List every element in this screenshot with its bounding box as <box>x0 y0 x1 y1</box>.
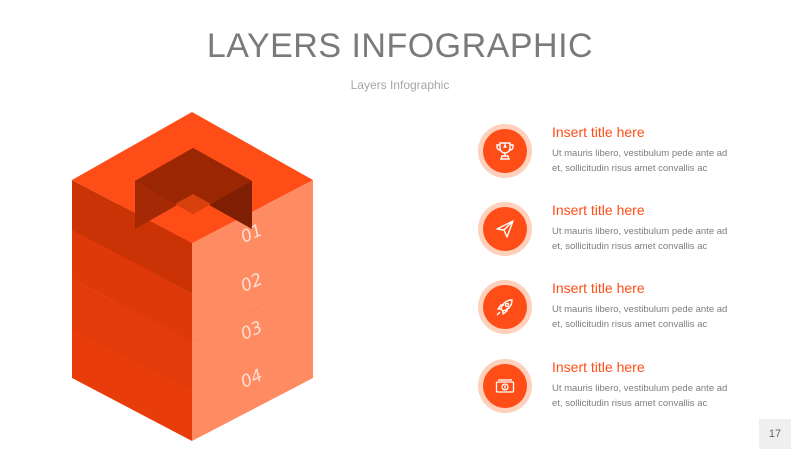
money-icon <box>483 364 527 408</box>
list-item: Insert title here Ut mauris libero, vest… <box>478 359 778 425</box>
list-item: Insert title here Ut mauris libero, vest… <box>478 280 778 346</box>
icon-ring <box>478 124 532 178</box>
icon-ring <box>478 202 532 256</box>
item-body: Ut mauris libero, vestibulum pede ante a… <box>552 148 728 174</box>
item-body: Ut mauris libero, vestibulum pede ante a… <box>552 383 728 409</box>
item-title: Insert title here <box>552 280 645 296</box>
item-title: Insert title here <box>552 359 645 375</box>
list-item: Insert title here Ut mauris libero, vest… <box>478 202 778 268</box>
page-number: 17 <box>759 419 791 449</box>
slide-subtitle: Layers Infographic <box>350 78 450 92</box>
icon-ring <box>478 359 532 413</box>
rocket-icon <box>483 285 527 329</box>
item-body: Ut mauris libero, vestibulum pede ante a… <box>552 226 728 252</box>
list-item: Insert title here Ut mauris libero, vest… <box>478 124 778 190</box>
item-body: Ut mauris libero, vestibulum pede ante a… <box>552 304 728 330</box>
layer-01: 01 <box>72 112 313 293</box>
paper-plane-icon <box>483 207 527 251</box>
item-title: Insert title here <box>552 124 645 140</box>
slide-title: LAYERS INFOGRAPHIC <box>206 27 594 65</box>
icon-ring <box>478 280 532 334</box>
item-title: Insert title here <box>552 202 645 218</box>
trophy-icon <box>483 129 527 173</box>
